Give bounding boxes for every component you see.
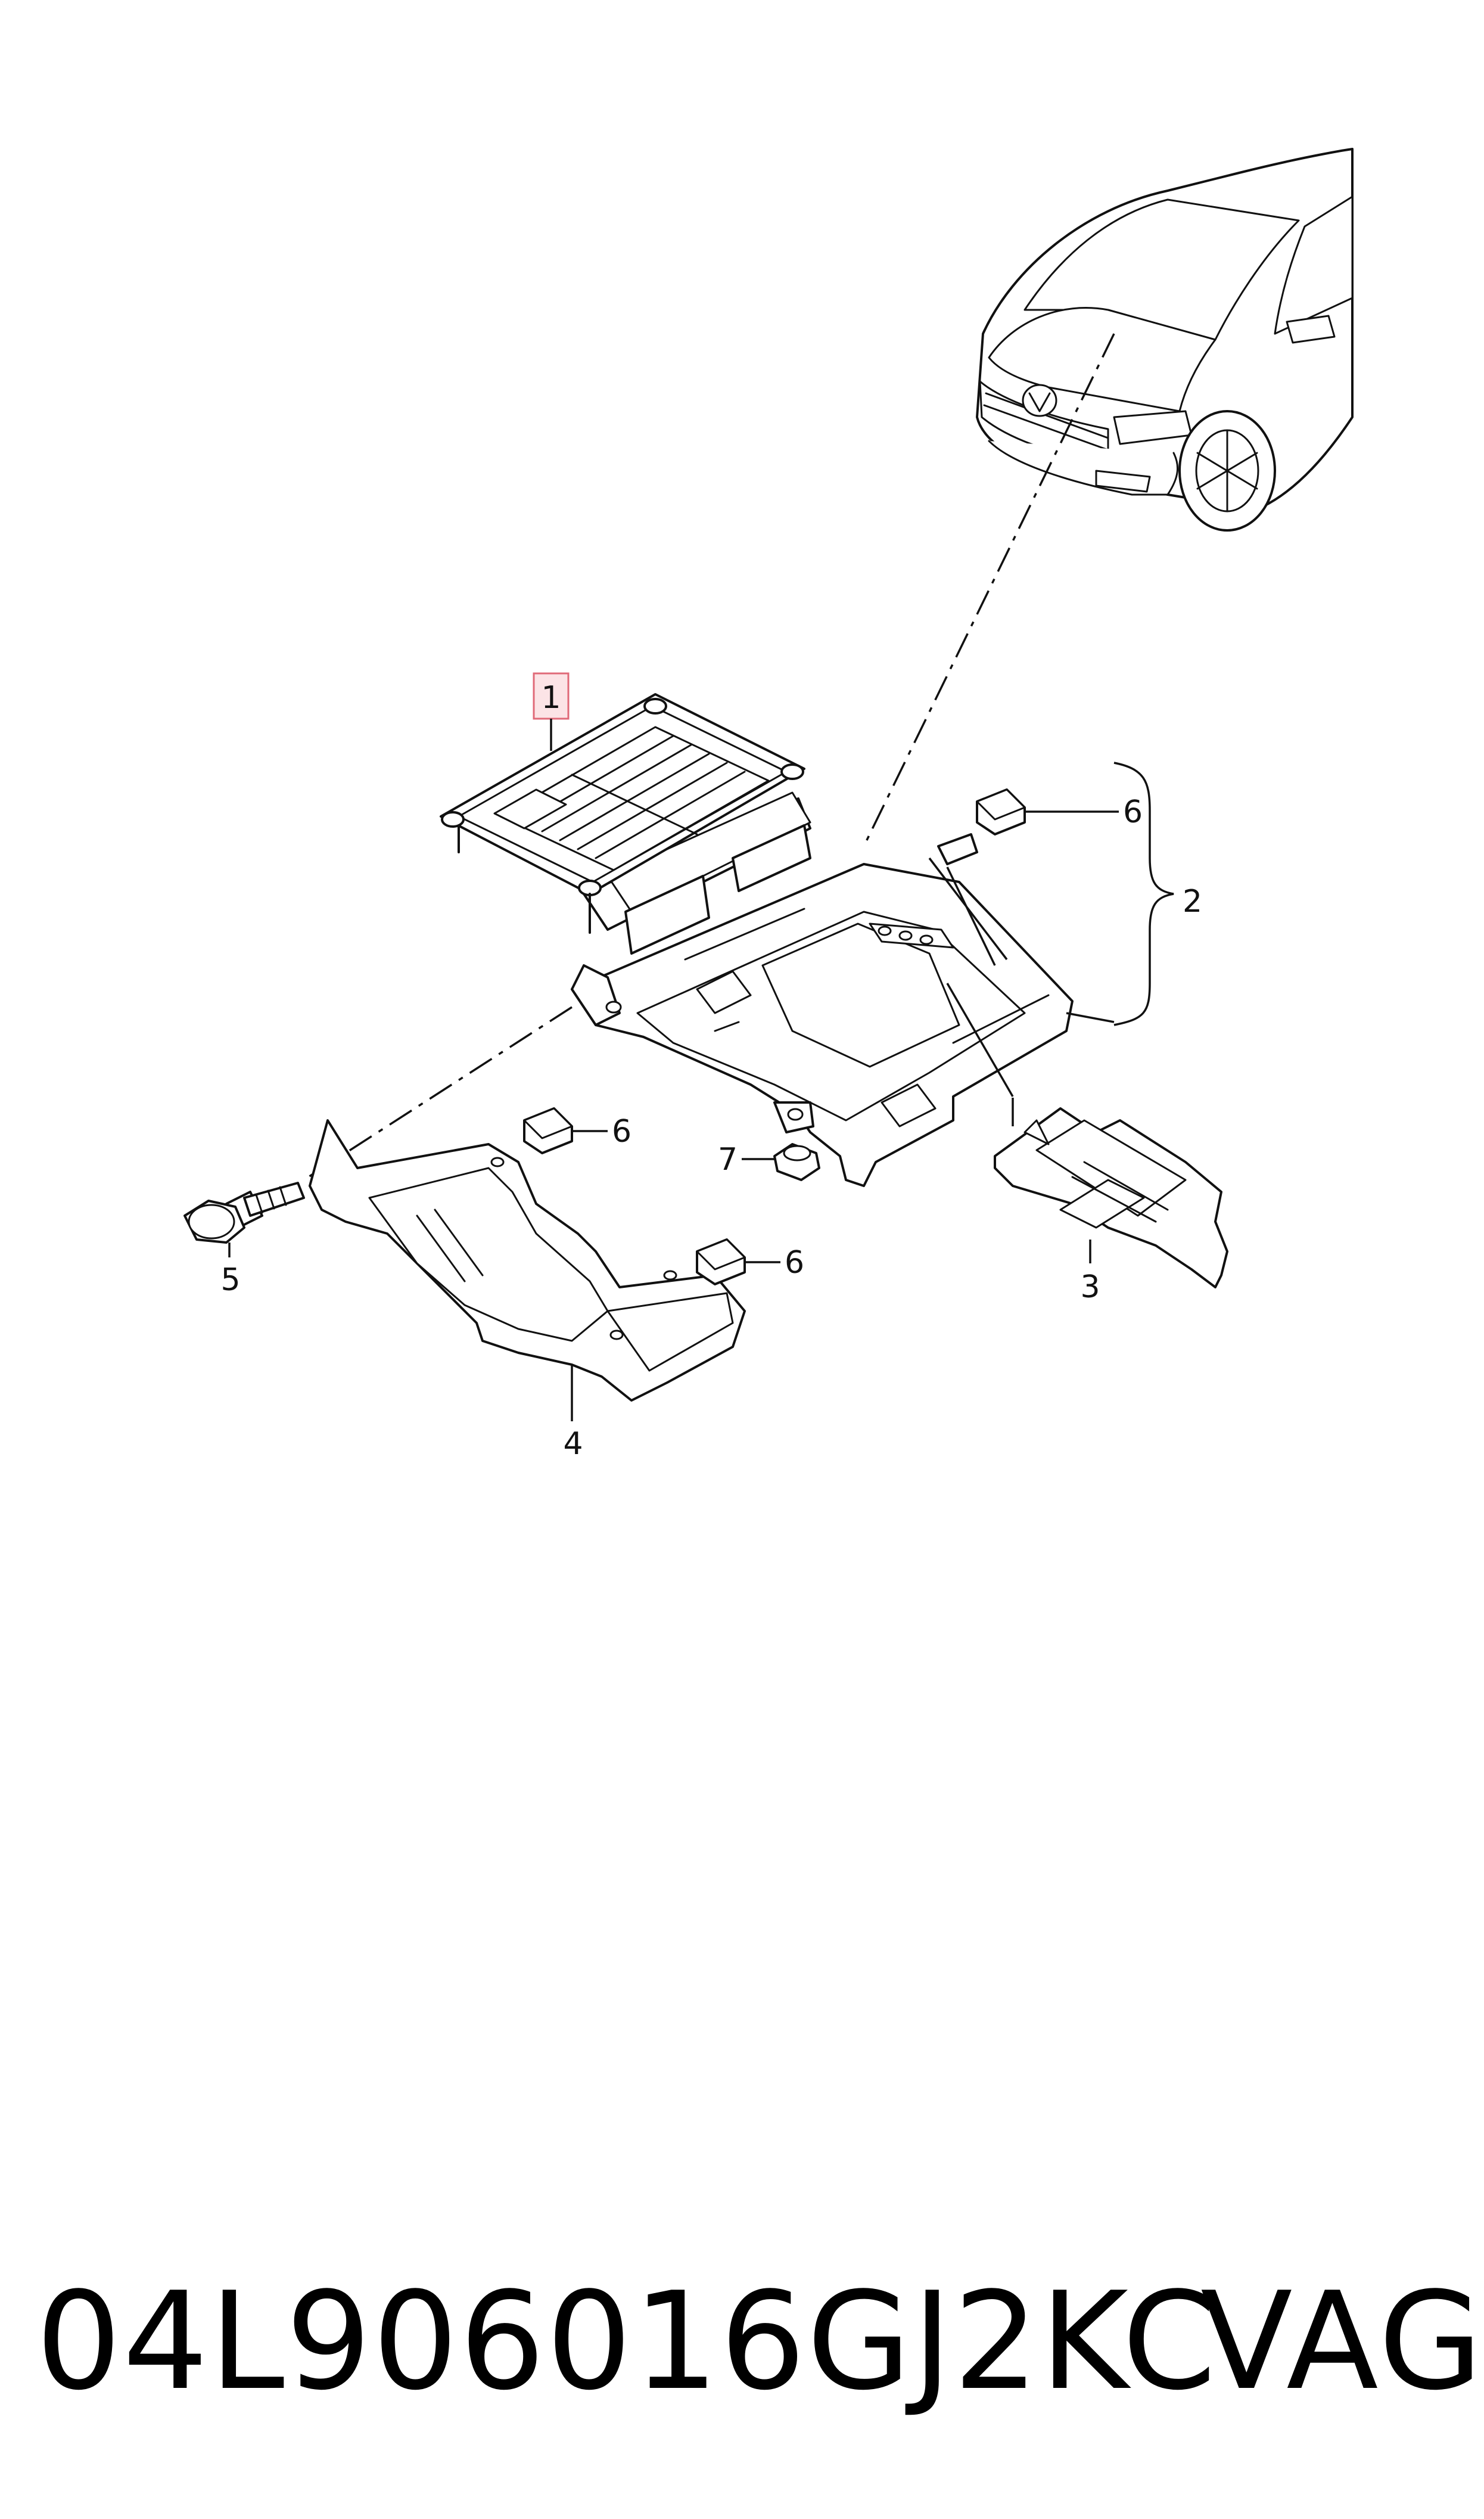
footer-caption: 04L906016GJ2KC VAG — [36, 2259, 1483, 2425]
brand-label: VAG — [1200, 2263, 1484, 2420]
control-unit-part-1 — [440, 693, 811, 955]
callout-6-lower[interactable]: 6 — [785, 1245, 804, 1281]
nut-part-7 — [773, 1143, 820, 1181]
callout-5[interactable]: 5 — [220, 1262, 240, 1298]
callout-1[interactable]: 1 — [533, 672, 570, 751]
clip-part-6-middle — [523, 1107, 573, 1154]
callout-6-middle[interactable]: 6 — [612, 1114, 631, 1150]
callout-3-label: 3 — [1080, 1269, 1100, 1305]
cover-part-3 — [994, 1107, 1228, 1288]
brace-2 — [1113, 762, 1174, 1026]
callout-5-label: 5 — [220, 1262, 240, 1298]
callout-6-lower-label: 6 — [785, 1245, 804, 1281]
callout-3[interactable]: 3 — [1080, 1269, 1100, 1305]
callout-2-label: 2 — [1183, 884, 1202, 920]
leader-2-mid — [928, 857, 1008, 961]
callout-6-upper-label: 6 — [1123, 794, 1143, 830]
clip-part-6-upper — [976, 788, 1026, 835]
leader-2-upper — [946, 866, 996, 966]
callout-1-label: 1 — [541, 680, 561, 716]
callout-4-label: 4 — [563, 1426, 583, 1462]
part-number: 04L906016GJ2KC — [36, 2263, 1218, 2420]
bolt-part-5 — [183, 1182, 305, 1244]
callout-2[interactable]: 2 — [1183, 884, 1202, 920]
clip-part-6-lower — [696, 1238, 746, 1285]
mount-dash-line — [303, 1006, 573, 1181]
callout-6-upper[interactable]: 6 — [1123, 794, 1143, 830]
vehicle-illustration — [976, 148, 1354, 532]
callout-7-label: 7 — [718, 1142, 738, 1178]
leader-2-low — [946, 983, 1014, 1097]
callout-1-highlight-box — [533, 672, 570, 720]
callout-4[interactable]: 4 — [563, 1426, 583, 1462]
bracket-part-4 — [309, 1119, 746, 1402]
bracket-part-2 — [571, 833, 1074, 1187]
callout-6-middle-label: 6 — [612, 1114, 631, 1150]
callout-7[interactable]: 7 — [718, 1142, 738, 1178]
